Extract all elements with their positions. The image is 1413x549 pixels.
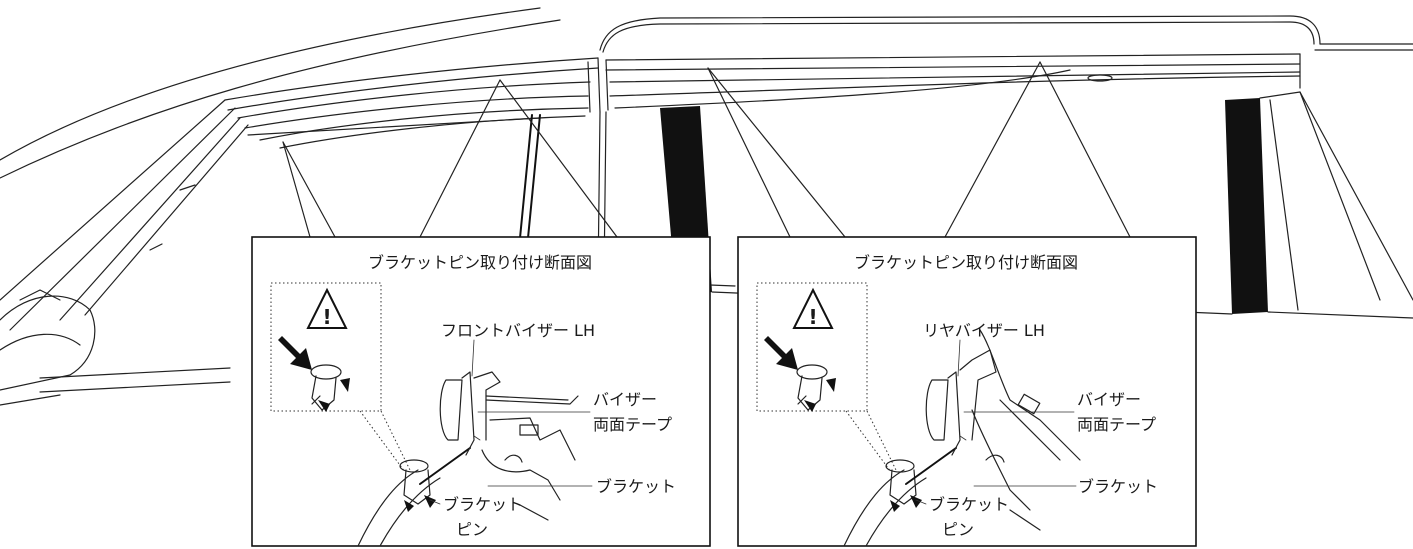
bracket-pin-detail — [310, 364, 350, 412]
panel-frame — [251, 236, 711, 547]
panel-title: ブラケットピン取り付け断面図 — [368, 253, 592, 272]
tape-label-line1: バイザー — [1077, 390, 1141, 409]
warning-triangle-icon: ! — [306, 287, 348, 329]
push-arrow-icon — [278, 336, 312, 370]
pin-label-line2: ピン — [942, 520, 974, 539]
tape-label-line2: 両面テープ — [593, 415, 672, 434]
panel-frame — [737, 236, 1197, 547]
pin-label-line1: ブラケット — [929, 495, 1009, 514]
callout-panel-rear: ブラケットピン取り付け断面図 ! — [737, 236, 1197, 547]
warning-triangle-icon: ! — [792, 287, 834, 329]
svg-text:!: ! — [322, 305, 331, 329]
visor-label: リヤバイザー LH — [923, 321, 1045, 340]
bracket-pin-detail — [796, 364, 836, 412]
pin-label-line1: ブラケット — [443, 495, 523, 514]
bracket-label: ブラケット — [1078, 477, 1158, 496]
tape-label-line1: バイザー — [593, 390, 657, 409]
visor-cross-section — [843, 329, 1081, 547]
callout-panel-front: ブラケットピン取り付け断面図 ! — [251, 236, 711, 547]
bracket-label: ブラケット — [596, 477, 676, 496]
tape-label-line2: 両面テープ — [1077, 415, 1156, 434]
visor-label: フロントバイザー LH — [441, 321, 595, 340]
pin-label-line2: ピン — [456, 520, 488, 539]
visor-cross-section — [357, 371, 579, 547]
panel-title: ブラケットピン取り付け断面図 — [854, 253, 1078, 272]
svg-text:!: ! — [808, 305, 817, 329]
push-arrow-icon — [764, 336, 798, 370]
